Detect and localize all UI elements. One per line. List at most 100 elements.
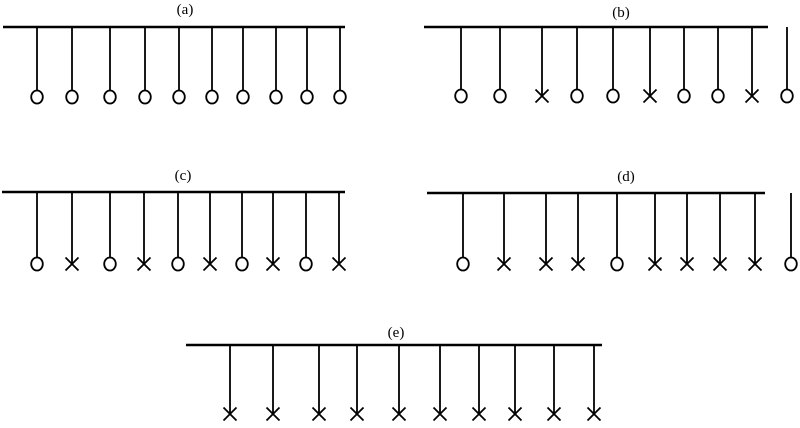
pendulum-b-8 bbox=[711, 27, 725, 104]
pendulum-a-7 bbox=[236, 27, 250, 105]
pendulum-e-3 bbox=[311, 345, 327, 422]
cross-stroke bbox=[534, 88, 550, 104]
panel-e: (e) bbox=[186, 325, 602, 422]
circle-bob-marker bbox=[269, 89, 283, 105]
pendulum-d-4 bbox=[570, 193, 586, 272]
pendulum-c-1 bbox=[30, 192, 44, 272]
circle-bob-marker bbox=[138, 89, 152, 105]
pendulum-d-7 bbox=[679, 193, 695, 272]
pendulum-b-5 bbox=[606, 27, 620, 104]
cross-stroke bbox=[432, 406, 448, 422]
pendulum-a-9 bbox=[300, 27, 314, 105]
cross-bob-marker bbox=[202, 256, 218, 272]
pendulum-a-2 bbox=[65, 27, 79, 105]
cross-stroke bbox=[570, 256, 586, 272]
circle-bob-marker bbox=[456, 256, 470, 272]
circle-bob-marker bbox=[780, 88, 794, 104]
circle-bob-marker bbox=[570, 88, 584, 104]
cross-stroke bbox=[64, 256, 80, 272]
pendulum-c-5 bbox=[171, 192, 185, 272]
pendulum-a-5 bbox=[172, 27, 186, 105]
cross-bob-marker bbox=[744, 88, 760, 104]
circle-bob-marker bbox=[65, 89, 79, 105]
pendulum-e-4 bbox=[349, 345, 365, 422]
cross-bob-marker bbox=[534, 88, 550, 104]
pendulum-c-3 bbox=[103, 192, 117, 272]
panel-label-a: (a) bbox=[177, 2, 194, 18]
pendulum-b-1 bbox=[454, 27, 468, 104]
circle-bob-marker bbox=[300, 89, 314, 105]
pendulum-e-1 bbox=[222, 345, 238, 422]
circle-bob-marker bbox=[606, 88, 620, 104]
panel-b: (b) bbox=[424, 5, 794, 104]
cross-bob-marker bbox=[538, 256, 554, 272]
cross-bob-marker bbox=[647, 256, 663, 272]
cross-bob-marker bbox=[679, 256, 695, 272]
circle-bob-marker bbox=[333, 89, 347, 105]
pendulum-e-6 bbox=[432, 345, 448, 422]
cross-bob-marker bbox=[432, 406, 448, 422]
cross-bob-marker bbox=[222, 406, 238, 422]
cross-stroke bbox=[471, 406, 487, 422]
circle-bob-marker bbox=[610, 256, 624, 272]
pendulum-a-3 bbox=[103, 27, 117, 105]
cross-stroke bbox=[712, 256, 728, 272]
pendulum-d-3 bbox=[538, 193, 554, 272]
circle-bob-marker bbox=[236, 89, 250, 105]
circle-bob-marker bbox=[235, 256, 249, 272]
panel-d: (d) bbox=[427, 169, 798, 272]
circle-bob-marker bbox=[454, 88, 468, 104]
pendulum-e-8 bbox=[507, 345, 523, 422]
circle-bob-marker bbox=[30, 89, 44, 105]
panel-label-b: (b) bbox=[612, 5, 630, 21]
pendulum-c-7 bbox=[235, 192, 249, 272]
panel-a: (a) bbox=[3, 2, 347, 105]
cross-stroke bbox=[265, 406, 281, 422]
cross-bob-marker bbox=[496, 256, 512, 272]
cross-bob-marker bbox=[64, 256, 80, 272]
pendulum-c-10 bbox=[331, 192, 347, 272]
pendulum-c-2 bbox=[64, 192, 80, 272]
cross-bob-marker bbox=[546, 406, 562, 422]
pendulum-d-1 bbox=[456, 193, 470, 272]
cross-bob-marker bbox=[471, 406, 487, 422]
cross-stroke bbox=[202, 256, 218, 272]
circle-bob-marker bbox=[103, 89, 117, 105]
pendulum-b-9 bbox=[744, 27, 760, 104]
circle-bob-marker bbox=[172, 89, 186, 105]
cross-stroke bbox=[744, 88, 760, 104]
cross-bob-marker bbox=[747, 256, 763, 272]
pendulum-d-10 bbox=[784, 193, 798, 272]
cross-stroke bbox=[222, 406, 238, 422]
panel-label-e: (e) bbox=[388, 325, 405, 341]
pendulum-b-6 bbox=[642, 27, 658, 104]
cross-stroke bbox=[507, 406, 523, 422]
pendulum-e-10 bbox=[586, 345, 602, 422]
pendulum-b-7 bbox=[677, 27, 691, 104]
pendulum-c-9 bbox=[299, 192, 313, 272]
cross-stroke bbox=[496, 256, 512, 272]
pendulum-d-5 bbox=[610, 193, 624, 272]
pendulum-a-8 bbox=[269, 27, 283, 105]
cross-stroke bbox=[538, 256, 554, 272]
pendulum-d-6 bbox=[647, 193, 663, 272]
cross-stroke bbox=[679, 256, 695, 272]
pendulum-c-8 bbox=[265, 192, 281, 272]
circle-bob-marker bbox=[299, 256, 313, 272]
cross-bob-marker bbox=[349, 406, 365, 422]
pendulum-b-10 bbox=[780, 27, 794, 104]
circle-bob-marker bbox=[493, 88, 507, 104]
cross-bob-marker bbox=[570, 256, 586, 272]
cross-stroke bbox=[391, 406, 407, 422]
circle-bob-marker bbox=[171, 256, 185, 272]
cross-bob-marker bbox=[265, 406, 281, 422]
cross-bob-marker bbox=[586, 406, 602, 422]
pendulum-a-4 bbox=[138, 27, 152, 105]
circle-bob-marker bbox=[784, 256, 798, 272]
pendulum-a-10 bbox=[333, 27, 347, 105]
circle-bob-marker bbox=[677, 88, 691, 104]
pendulum-b-2 bbox=[493, 27, 507, 104]
cross-stroke bbox=[747, 256, 763, 272]
